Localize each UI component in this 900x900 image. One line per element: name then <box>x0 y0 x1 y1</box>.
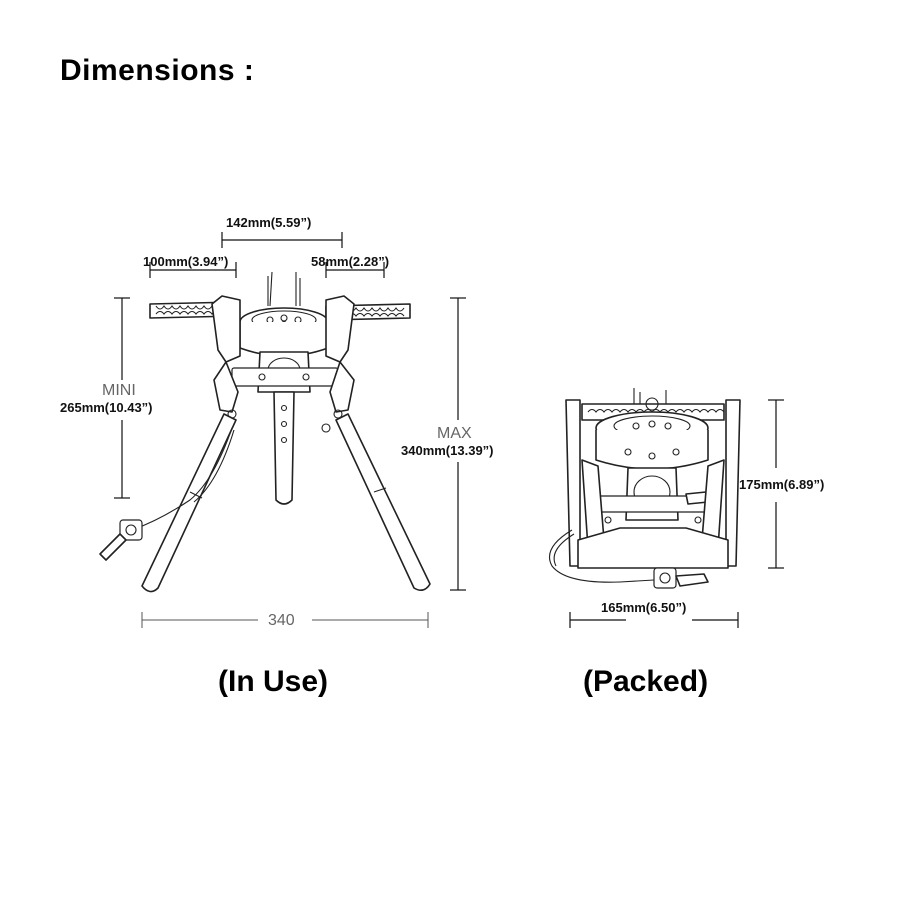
packed-dimension-lines <box>569 399 784 628</box>
base-width-label: 340 <box>268 612 295 629</box>
packed-height-label: 175mm(6.89”) <box>739 477 824 492</box>
stove-packed-drawing <box>548 388 741 589</box>
packed-width-label: 165mm(6.50”) <box>601 600 686 615</box>
in-use-dimension-lines <box>114 232 466 628</box>
stove-in-use-drawing <box>99 271 431 593</box>
in-use-caption: (In Use) <box>218 665 329 698</box>
top-width-label: 142mm(5.59”) <box>226 215 311 230</box>
max-label: MAX <box>437 425 472 442</box>
max-value-label: 340mm(13.39”) <box>401 443 494 458</box>
mini-label: MINI <box>102 382 136 399</box>
support-left-label: 100mm(3.94”) <box>143 254 228 269</box>
support-right-label: 58mm(2.28”) <box>311 254 389 269</box>
mini-value-label: 265mm(10.43”) <box>60 400 153 415</box>
packed-caption: (Packed) <box>583 665 709 698</box>
page-title: Dimensions : <box>60 54 255 87</box>
